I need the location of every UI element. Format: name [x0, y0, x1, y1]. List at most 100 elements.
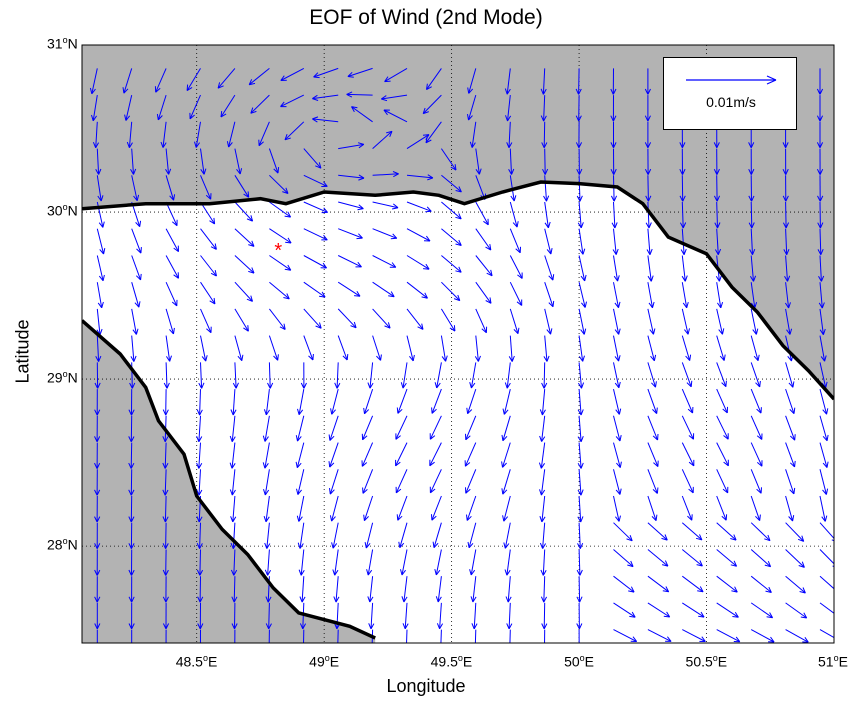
- wind-vector: [432, 522, 442, 549]
- wind-vector: [234, 255, 255, 274]
- wind-vector: [396, 388, 408, 414]
- wind-vector: [578, 335, 585, 362]
- wind-vector: [647, 442, 659, 467]
- wind-vector: [681, 522, 703, 541]
- wind-vector: [165, 255, 179, 279]
- wind-vector: [231, 602, 238, 630]
- wind-vector: [128, 602, 135, 630]
- wind-vector: [234, 228, 255, 247]
- wind-vector: [576, 576, 583, 603]
- wind-vector: [265, 602, 272, 630]
- wind-vector: [264, 549, 272, 576]
- wind-vector: [509, 308, 520, 335]
- wind-vector: [539, 522, 547, 549]
- wind-vector: [750, 335, 760, 362]
- wind-vector: [400, 362, 408, 389]
- wind-vector: [539, 469, 546, 496]
- wind-vector: [263, 469, 270, 496]
- wind-vector: [613, 602, 636, 618]
- wind-vector: [613, 282, 621, 308]
- wind-vector: [406, 174, 434, 181]
- wind-vector: [577, 495, 584, 523]
- wind-vector: [716, 495, 728, 521]
- wind-vector: [200, 308, 212, 334]
- wind-vector: [819, 549, 834, 568]
- wind-vector: [750, 308, 759, 335]
- wind-vector: [819, 602, 834, 614]
- wind-vector: [465, 415, 477, 441]
- wind-vector: [429, 469, 442, 494]
- wind-vector: [230, 495, 237, 523]
- wind-vector: [280, 67, 305, 81]
- wind-vector: [782, 148, 789, 175]
- wind-vector: [367, 362, 374, 389]
- wind-vector: [372, 281, 395, 298]
- wind-vector: [186, 68, 201, 92]
- wind-vector: [384, 67, 408, 83]
- wind-vector: [504, 362, 511, 389]
- wind-vector: [194, 121, 201, 148]
- wind-vector: [196, 522, 203, 549]
- wind-vector: [396, 495, 408, 521]
- wind-vector: [748, 201, 755, 229]
- wind-vector: [750, 495, 761, 521]
- wind-vector: [95, 148, 102, 175]
- wind-vector: [544, 282, 555, 308]
- wind-vector: [783, 228, 790, 255]
- wind-vector: [395, 415, 408, 440]
- wind-vector: [196, 389, 203, 416]
- wind-vector: [297, 389, 305, 415]
- wind-vector: [230, 389, 237, 416]
- wind-vector: [425, 121, 442, 144]
- wind-vector: [262, 415, 270, 442]
- wind-vector: [716, 388, 728, 414]
- wind-vector: [505, 95, 512, 122]
- wind-vector: [816, 148, 824, 175]
- wind-vector: [401, 576, 408, 603]
- wind-vector: [234, 308, 249, 332]
- wind-vector: [819, 442, 829, 468]
- wind-vector: [716, 362, 727, 388]
- wind-vector: [819, 388, 829, 415]
- wind-vector: [96, 175, 104, 202]
- wind-vector: [471, 602, 478, 630]
- wind-vector: [229, 469, 236, 496]
- wind-vector: [647, 308, 656, 335]
- wind-vector: [94, 522, 101, 549]
- wind-vector: [506, 121, 513, 149]
- x-tick-label: 50.5oE: [685, 653, 728, 670]
- wind-vector: [819, 308, 826, 335]
- wind-vector: [429, 442, 442, 467]
- wind-vector: [229, 442, 236, 469]
- wind-vector: [613, 549, 634, 568]
- wind-vector: [303, 335, 314, 361]
- wind-vector: [165, 175, 176, 201]
- wind-vector: [200, 228, 217, 250]
- wind-vector: [94, 495, 101, 523]
- wind-vector: [681, 549, 703, 567]
- wind-vector: [312, 116, 339, 123]
- wind-vector: [440, 148, 457, 171]
- wind-vector: [94, 362, 101, 389]
- wind-vector: [258, 121, 270, 147]
- wind-vector: [508, 148, 515, 175]
- wind-vector: [577, 522, 584, 549]
- wind-vector: [819, 415, 829, 442]
- wind-vector: [716, 629, 741, 643]
- wind-vector: [575, 95, 582, 122]
- wind-vector: [509, 281, 523, 306]
- wind-vector: [130, 335, 137, 362]
- x-axis-label: Longitude: [386, 676, 466, 696]
- x-tick-label: 49.5oE: [430, 653, 473, 670]
- wind-vector: [329, 495, 339, 522]
- wind-vector: [682, 629, 706, 642]
- wind-vector: [647, 388, 658, 414]
- wind-vector: [681, 388, 694, 414]
- wind-vector: [682, 602, 705, 618]
- wind-vector: [475, 255, 493, 277]
- wind-vector: [713, 175, 721, 202]
- wind-vector: [613, 335, 621, 362]
- wind-vector: [346, 91, 373, 98]
- land-north: [82, 45, 834, 400]
